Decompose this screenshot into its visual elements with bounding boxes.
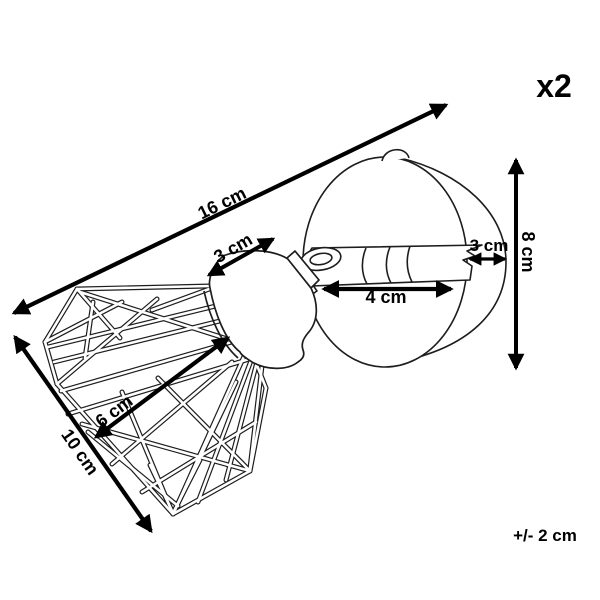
dimension-arrows	[11, 103, 525, 534]
dim-3cm-depth-label: 3 cm	[470, 236, 509, 255]
dim-6cm-arrow	[93, 336, 231, 439]
dim-16cm-label: 16 cm	[195, 183, 250, 223]
dim-8cm-label: 8 cm	[518, 231, 538, 272]
dim-16cm-arrow	[11, 103, 449, 315]
dim-3cm-socket-arrow	[206, 237, 276, 277]
tolerance-label: +/- 2 cm	[513, 526, 577, 545]
quantity-label: x2	[536, 68, 572, 104]
dim-4cm-label: 4 cm	[365, 287, 406, 307]
dim-10cm-arrow	[13, 334, 153, 534]
